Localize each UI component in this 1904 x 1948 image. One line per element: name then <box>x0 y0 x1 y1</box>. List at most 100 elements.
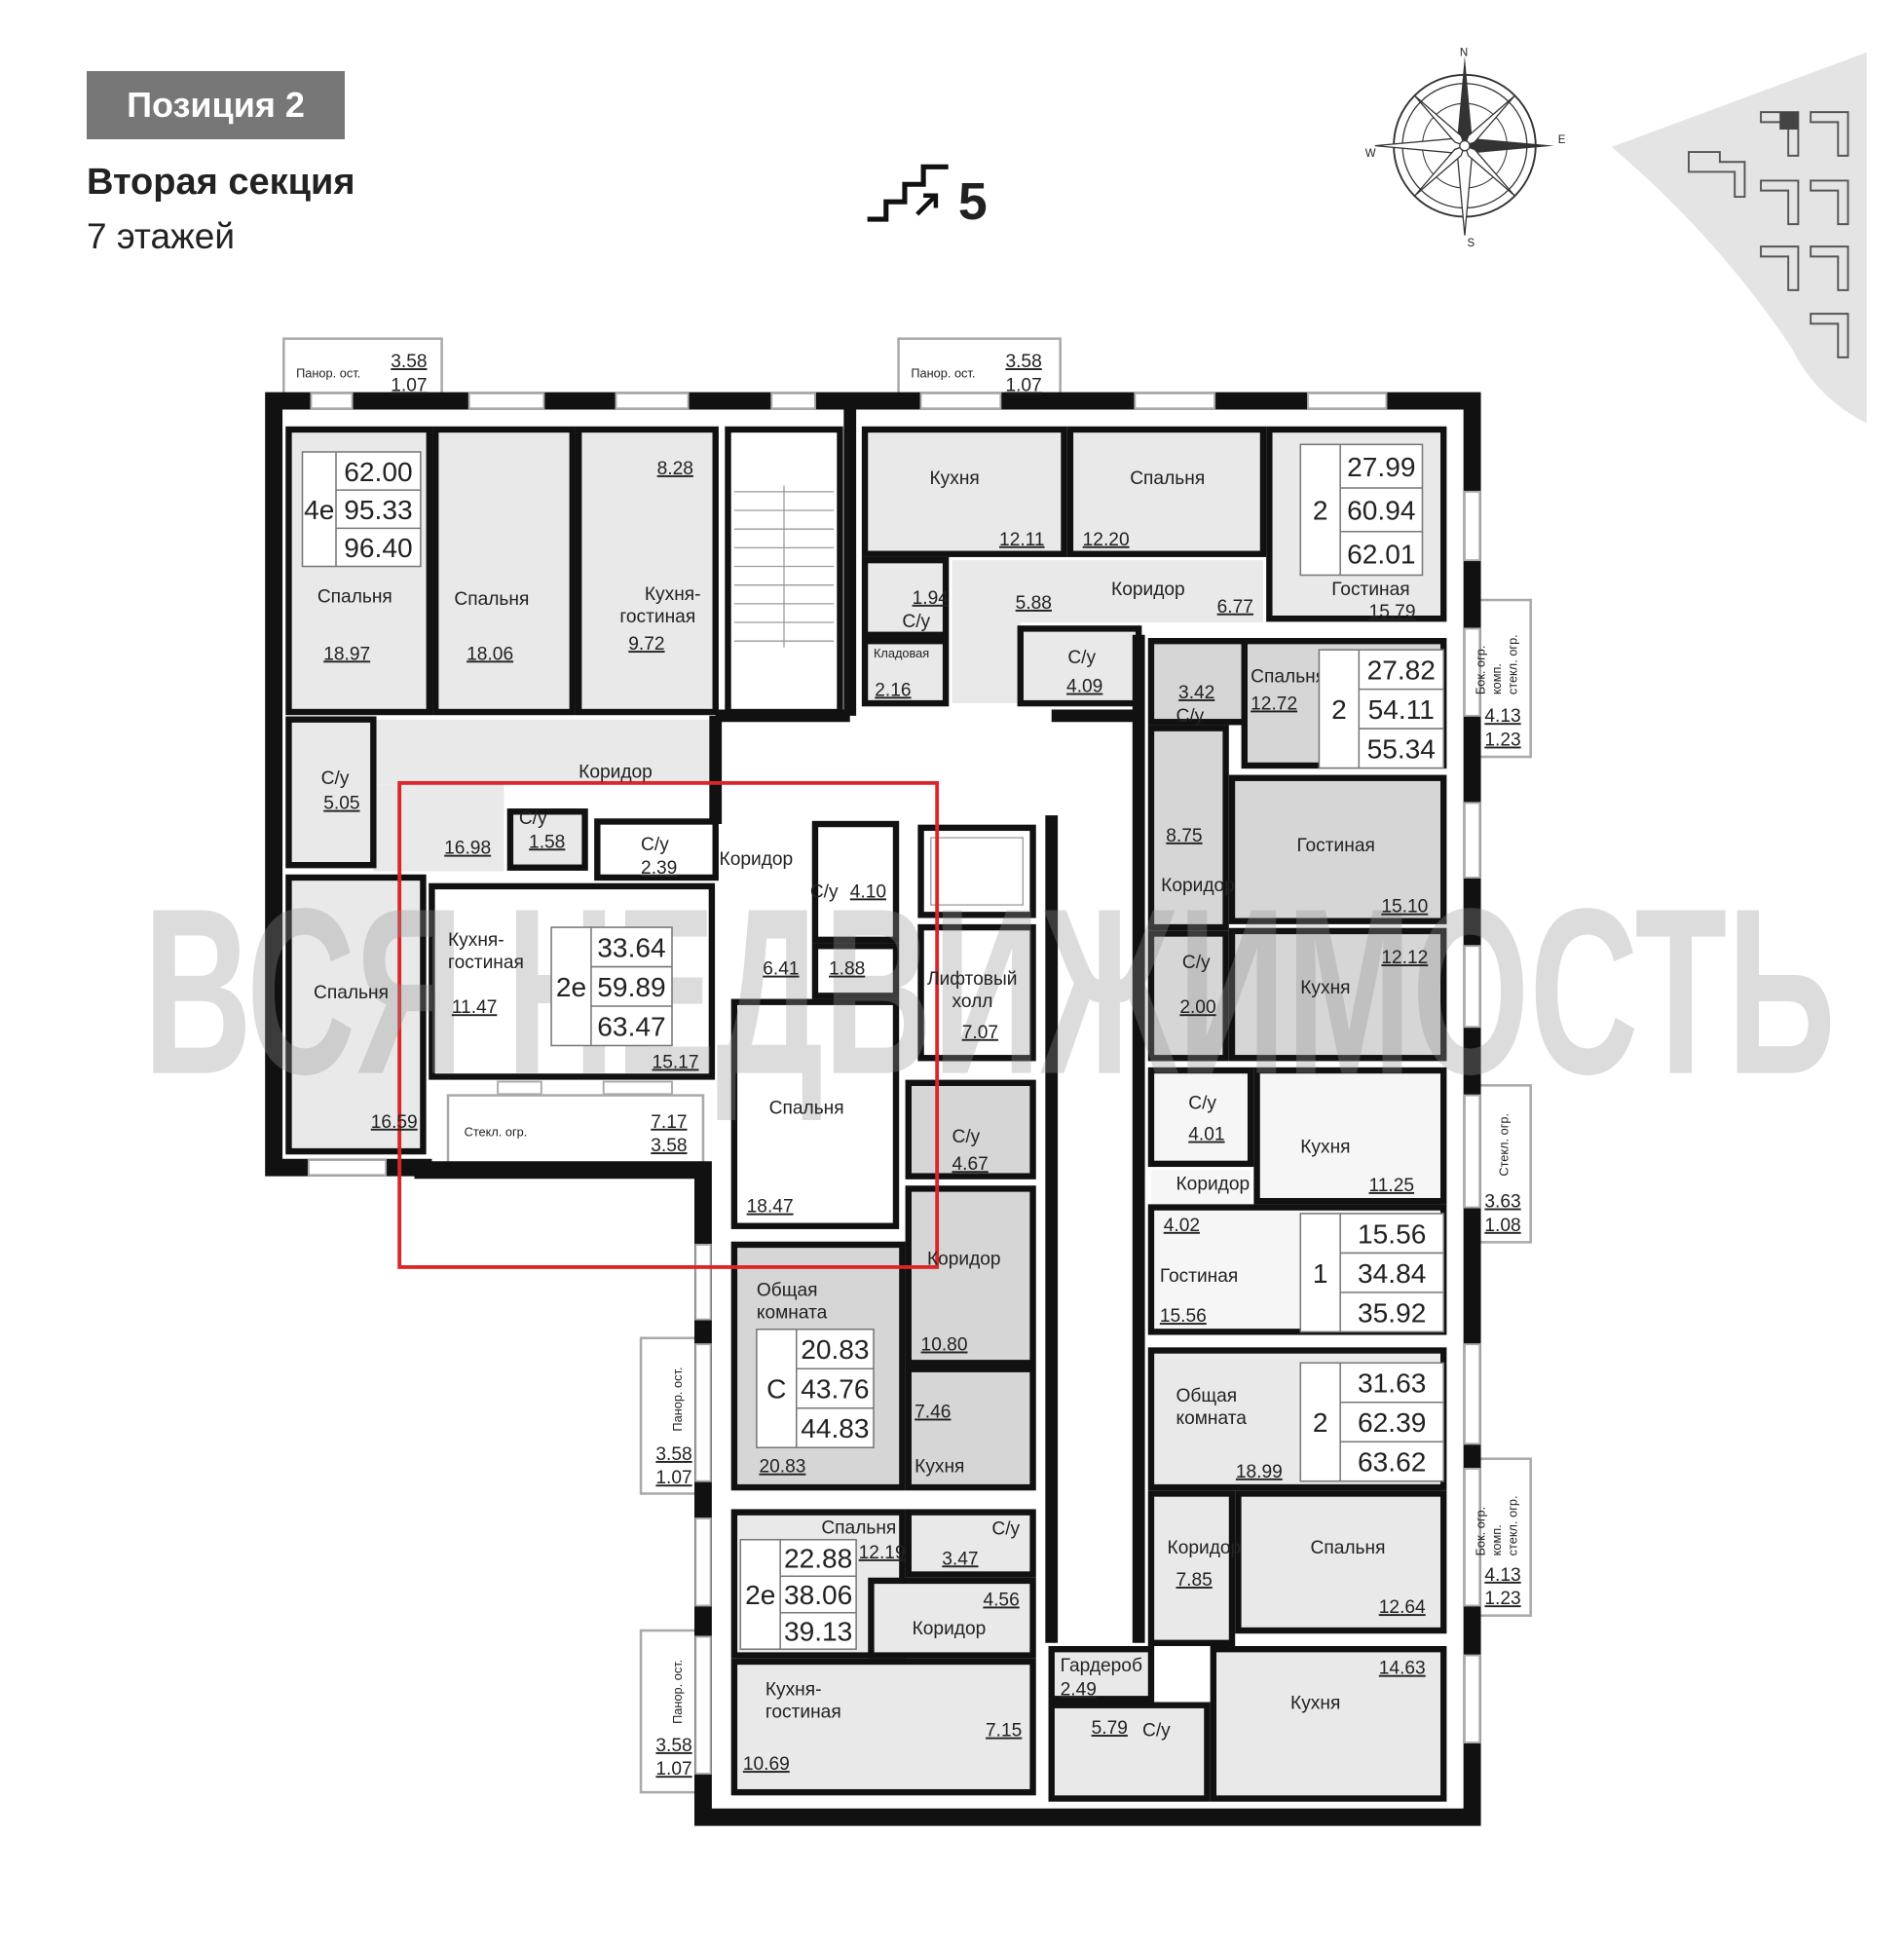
room-area: 1.23 <box>1484 730 1520 751</box>
room-area: 3.58 <box>391 352 427 372</box>
room-label: Спальня <box>314 983 389 1003</box>
room-area: 1.07 <box>655 1468 691 1488</box>
room-area: 4.02 <box>1164 1216 1200 1236</box>
floor-indicator: 5 <box>867 164 988 231</box>
room-area: 12.72 <box>1251 693 1297 714</box>
area-value: 63.62 <box>1358 1447 1426 1478</box>
area-value: 95.33 <box>344 495 412 525</box>
room-label: Кладовая <box>874 646 929 660</box>
room-label: Общая <box>1176 1386 1238 1406</box>
room-label: С/у <box>321 768 350 789</box>
room-area: 10.69 <box>743 1754 790 1775</box>
room-label: С/у <box>1176 706 1205 727</box>
room-area: 1.07 <box>391 375 427 395</box>
area-value: 43.76 <box>801 1374 869 1405</box>
area-value: 63.47 <box>597 1011 665 1041</box>
apartment-type: 2 <box>1313 1407 1328 1438</box>
room-area: 1.94 <box>913 588 950 609</box>
room-area: 3.58 <box>655 1444 691 1465</box>
room-label: Коридор <box>1111 580 1185 600</box>
area-value: 35.92 <box>1358 1297 1426 1328</box>
room-label: Стекл. огр. <box>1497 1113 1512 1177</box>
balcony-label: стекл. огр. <box>1506 1496 1520 1556</box>
area-value: 55.34 <box>1367 734 1436 765</box>
room-area: 14.63 <box>1379 1659 1426 1679</box>
area-value: 62.39 <box>1358 1407 1426 1438</box>
selected-apartment-highlight[interactable] <box>397 780 940 1269</box>
room-area: 9.72 <box>628 634 664 655</box>
room-area: 4.56 <box>983 1590 1019 1610</box>
position-badge: Позиция 2 <box>87 71 345 139</box>
room-label: Коридор <box>720 849 794 870</box>
room-area: 2.16 <box>875 680 911 700</box>
room-label: Коридор <box>1161 876 1235 896</box>
room-label: Спальня <box>1130 468 1205 489</box>
room-labels: Спальня18.97Спальня18.06Кухня-гостиная9.… <box>296 352 1521 1779</box>
apartment-type: 2 <box>1313 496 1328 526</box>
room-label: Спальня <box>317 587 392 608</box>
balcony <box>1471 1084 1532 1244</box>
room-label: Коридор <box>579 763 653 783</box>
room-area: 3.58 <box>655 1736 691 1756</box>
room-label: Спальня <box>821 1517 896 1538</box>
room-label: Кухня- <box>765 1679 822 1700</box>
compass-rose-icon: N S W E <box>1365 48 1566 250</box>
area-value: 38.06 <box>784 1580 852 1610</box>
room-label: С/у <box>952 1127 981 1147</box>
room-area: 12.64 <box>1379 1597 1426 1618</box>
room-area: 4.67 <box>952 1154 989 1175</box>
room-area: 4.10 <box>850 881 886 902</box>
apartment-type: 2 <box>1331 694 1347 725</box>
room-area: 5.88 <box>1016 593 1052 614</box>
room-area: 1.88 <box>829 959 865 980</box>
windows <box>307 392 1481 1775</box>
room-label: Кухня <box>930 468 980 489</box>
room-label: гостиная <box>619 607 695 627</box>
room-area: 7.46 <box>915 1403 951 1423</box>
area-summary-boxes: 4е62.0095.3396.40227.9960.9462.01227.825… <box>301 443 1444 1650</box>
room-area: 18.06 <box>467 644 513 664</box>
room-label: Спальня <box>454 589 529 610</box>
room-label: С/у <box>1182 953 1211 973</box>
room-label: Кухня- <box>448 930 504 951</box>
balcony <box>1471 598 1532 759</box>
area-value: 62.00 <box>344 457 412 487</box>
room-label: С/у <box>1067 648 1096 668</box>
room-label: Кухня <box>1300 1137 1350 1157</box>
room-area: 5.05 <box>323 794 359 814</box>
apartment-type: 2е <box>556 972 586 1002</box>
room-area: 8.75 <box>1166 826 1202 846</box>
room-area: 7.85 <box>1176 1570 1213 1591</box>
balcony-label: Бок. огр. <box>1473 1507 1487 1556</box>
stairs-icon <box>867 164 949 222</box>
room-area: 2.39 <box>641 858 677 879</box>
room-area: 4.09 <box>1066 677 1102 697</box>
apartment-type: 2е <box>745 1580 775 1610</box>
room-label: холл <box>952 992 993 1012</box>
room-area: 12.12 <box>1381 948 1428 968</box>
balcony-label: Бок. огр. <box>1473 646 1487 695</box>
room-area: 1.08 <box>1484 1216 1520 1236</box>
room-area: 7.15 <box>986 1721 1022 1742</box>
room-area: 1.07 <box>1005 375 1041 395</box>
site-minimap <box>1611 52 1867 424</box>
room-area: 2.00 <box>1179 997 1215 1018</box>
room-label: Панор. ост. <box>670 1367 685 1432</box>
room-label: Панор. ост. <box>296 365 360 380</box>
room-area: 7.07 <box>962 1023 998 1043</box>
room-label: Коридор <box>927 1249 1001 1269</box>
balcony <box>639 1629 705 1794</box>
balcony-label: комп. <box>1489 1524 1504 1555</box>
area-value: 34.84 <box>1358 1258 1426 1289</box>
balcony-label: комп. <box>1489 663 1504 694</box>
room-label: Кухня- <box>645 584 701 605</box>
room-label: Гардероб <box>1061 1656 1142 1676</box>
room-area: 3.58 <box>651 1136 687 1156</box>
room-area: 10.80 <box>921 1335 968 1356</box>
room-area: 15.79 <box>1369 602 1416 622</box>
room-area: 2.49 <box>1061 1679 1097 1700</box>
area-value: 22.88 <box>784 1544 852 1574</box>
